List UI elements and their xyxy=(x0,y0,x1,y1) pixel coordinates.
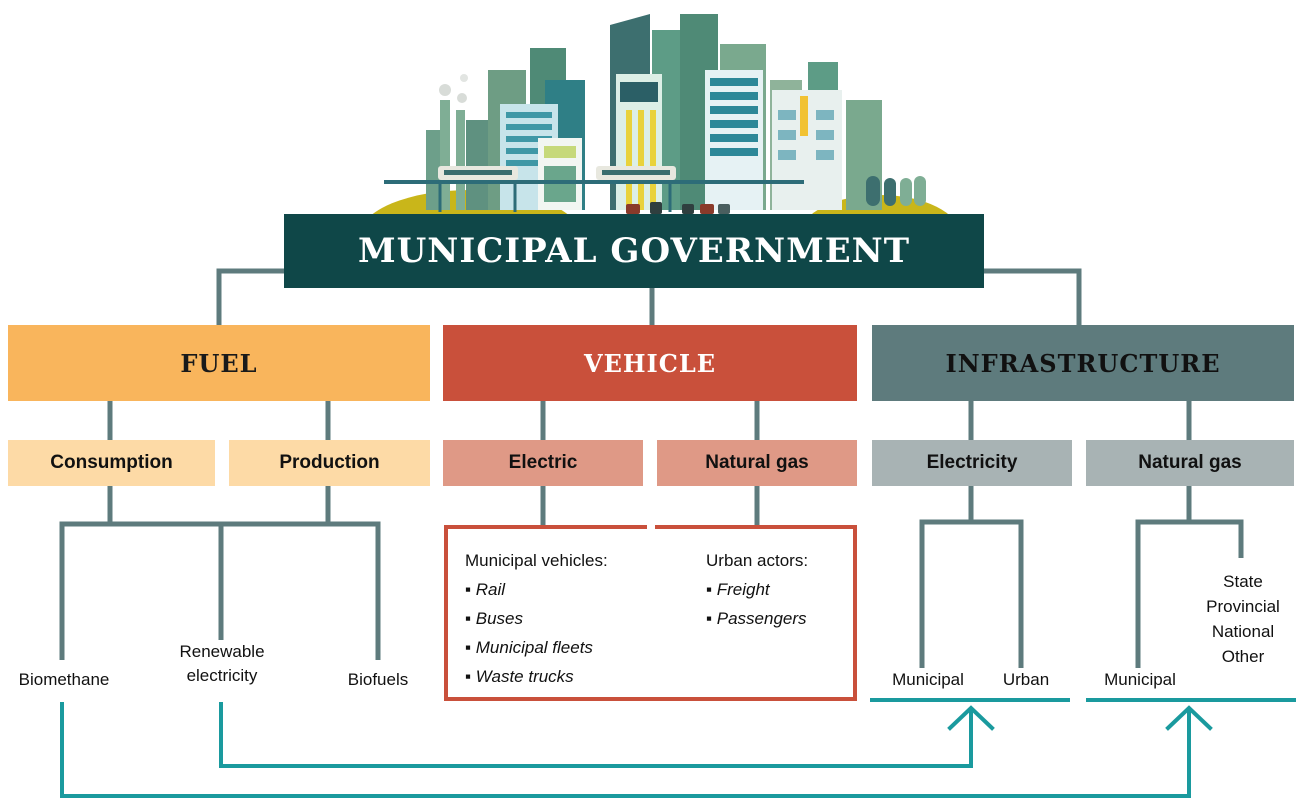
category-fuel: FUEL xyxy=(8,325,430,401)
urban-actors-list: Urban actors: ▪ Freight ▪ Passengers xyxy=(706,546,808,633)
sub-electricity: Electricity xyxy=(872,440,1072,486)
page-title: MUNICIPAL GOVERNMENT xyxy=(284,214,984,288)
leaf-provincial: Provincial xyxy=(1206,597,1280,616)
list-item: Rail xyxy=(475,580,506,599)
leaf-state: State xyxy=(1223,572,1263,591)
leaf-biomethane: Biomethane xyxy=(18,670,110,689)
category-infrastructure: INFRASTRUCTURE xyxy=(872,325,1294,401)
leaf-renewable-electricity: Renewable electricity xyxy=(179,642,265,685)
leaf-electricity-urban: Urban xyxy=(1002,670,1050,689)
sub-natural-gas-infrastructure: Natural gas xyxy=(1086,440,1294,486)
sub-consumption: Consumption xyxy=(8,440,215,486)
sub-electric: Electric xyxy=(443,440,643,486)
municipal-vehicles-list: Municipal vehicles: ▪ Rail ▪ Buses ▪ Mun… xyxy=(465,546,608,691)
sub-production: Production xyxy=(229,440,430,486)
leaf-biofuels: Biofuels xyxy=(347,670,409,689)
municipal-vehicles-heading: Municipal vehicles: xyxy=(465,551,608,570)
city-skyline-illustration xyxy=(366,14,955,220)
list-item: Municipal fleets xyxy=(475,638,593,657)
sub-natural-gas-vehicle: Natural gas xyxy=(657,440,857,486)
leaf-other: Other xyxy=(1221,647,1265,666)
list-item: Freight xyxy=(716,580,770,599)
urban-actors-heading: Urban actors: xyxy=(706,551,809,570)
leaf-electricity-municipal: Municipal xyxy=(892,670,964,689)
list-item: Waste trucks xyxy=(475,667,574,686)
leaf-national: National xyxy=(1211,622,1275,641)
leaf-natgas-municipal: Municipal xyxy=(1104,670,1176,689)
list-item: Buses xyxy=(475,609,523,628)
list-item: Passengers xyxy=(716,609,807,628)
leaf-natgas-other-levels: State Provincial National Other xyxy=(1196,569,1290,669)
category-vehicle: VEHICLE xyxy=(443,325,857,401)
